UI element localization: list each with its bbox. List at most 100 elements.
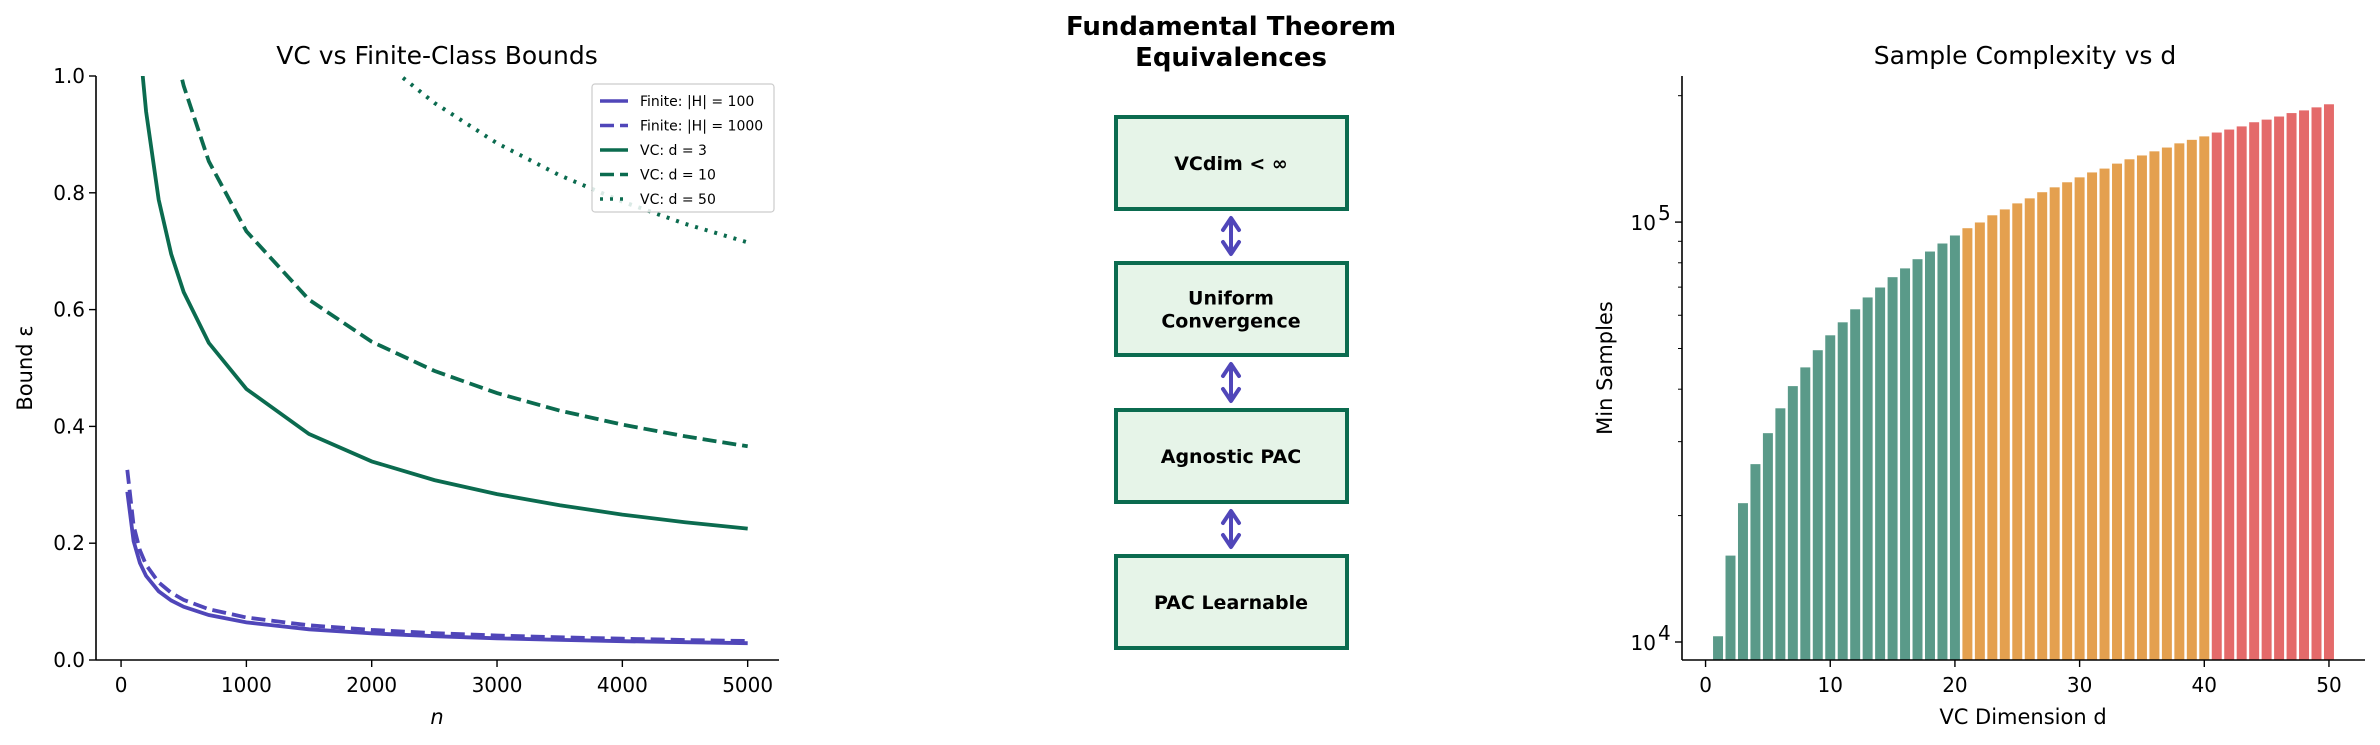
bar-d-4 xyxy=(1750,464,1761,660)
line-series-group xyxy=(125,76,749,646)
diagram-box-2: Agnostic PAC xyxy=(1114,408,1349,504)
y-tick-label: 0.8 xyxy=(53,181,85,205)
bar-d-49 xyxy=(2311,107,2322,661)
bar-d-48 xyxy=(2299,110,2310,661)
bar-d-1 xyxy=(1713,636,1724,660)
box-frame xyxy=(1114,408,1349,504)
y-tick-label: 0.4 xyxy=(53,414,85,438)
bar-d-10 xyxy=(1825,335,1836,660)
bar-d-5 xyxy=(1762,433,1773,660)
x-tick-label: 40 xyxy=(2192,673,2217,697)
bar-d-20 xyxy=(1949,235,1960,661)
bar-d-44 xyxy=(2249,122,2260,661)
y-tick-label: 0.2 xyxy=(53,531,85,555)
x-tick-label: 2000 xyxy=(346,673,397,697)
diagram-box-0: VCdim < ∞ xyxy=(1114,115,1349,211)
x-tick-label: 5000 xyxy=(722,673,773,697)
legend-entry: VC: d = 50 xyxy=(640,192,716,208)
x-tick-label: 0 xyxy=(1699,673,1712,697)
left-y-axis-label: Bound ε xyxy=(13,325,37,410)
right-x-axis-label: VC Dimension d xyxy=(1939,705,2106,729)
box-frame xyxy=(1114,554,1349,650)
bar-d-38 xyxy=(2174,143,2185,661)
bar-d-21 xyxy=(1962,228,1973,660)
left-x-axis-label: n xyxy=(430,705,443,729)
bar-d-23 xyxy=(1987,215,1998,661)
bar-d-11 xyxy=(1837,322,1848,660)
line-series-2 xyxy=(140,76,748,531)
box-label: Convergence xyxy=(1161,311,1300,333)
bar-d-28 xyxy=(2049,187,2060,660)
bar-d-14 xyxy=(1875,287,1886,660)
bar-d-16 xyxy=(1900,268,1911,660)
bar-d-47 xyxy=(2286,113,2297,660)
bar-d-8 xyxy=(1800,367,1811,660)
right-chart-title: Sample Complexity vs d xyxy=(1874,41,2176,70)
bar-d-2 xyxy=(1725,555,1736,660)
bar-d-15 xyxy=(1887,277,1898,660)
bar-d-7 xyxy=(1787,386,1798,660)
bar-d-42 xyxy=(2224,129,2235,661)
y-tick-label-base: 10 xyxy=(1631,631,1656,655)
legend-entry: VC: d = 3 xyxy=(640,143,707,159)
bar-d-32 xyxy=(2099,168,2110,660)
bar-d-18 xyxy=(1925,251,1935,660)
line-series-0 xyxy=(125,491,748,646)
y-tick-label-exponent: 4 xyxy=(1658,621,1671,645)
bar-d-30 xyxy=(2074,177,2085,660)
line-series-3 xyxy=(179,76,748,449)
bar-d-13 xyxy=(1862,297,1873,660)
line-series-4 xyxy=(401,76,749,245)
box-label: Uniform xyxy=(1188,288,1274,310)
double-arrow-icon xyxy=(1221,362,1241,403)
x-tick-label: 4000 xyxy=(597,673,648,697)
box-frame xyxy=(1114,115,1349,211)
bar-d-36 xyxy=(2149,151,2160,660)
bar-d-25 xyxy=(2012,203,2023,660)
bar-d-39 xyxy=(2186,139,2197,660)
bar-group xyxy=(1713,104,2334,661)
bar-d-34 xyxy=(2124,159,2135,660)
bar-d-19 xyxy=(1937,243,1948,660)
diagram-title-line-2: Equivalences xyxy=(1135,43,1327,73)
x-tick-label: 3000 xyxy=(472,673,523,697)
x-tick-label: 30 xyxy=(2067,673,2092,697)
legend-entry: VC: d = 10 xyxy=(640,168,716,184)
x-tick-label: 0 xyxy=(115,673,128,697)
x-tick-label: 50 xyxy=(2316,673,2341,697)
box-label: VCdim < ∞ xyxy=(1174,153,1288,175)
line-series-1 xyxy=(125,469,748,643)
bar-d-40 xyxy=(2199,136,2210,660)
bar-d-37 xyxy=(2161,147,2172,660)
box-label: PAC Learnable xyxy=(1154,592,1308,614)
y-tick-label: 0.0 xyxy=(53,648,85,672)
box-label: Agnostic PAC xyxy=(1161,446,1302,468)
bar-d-43 xyxy=(2236,126,2247,660)
equivalence-diagram: Fundamental Theorem Equivalences VCdim <… xyxy=(1066,12,1396,650)
double-arrow-icon xyxy=(1221,216,1241,256)
bar-d-22 xyxy=(1974,222,1985,660)
right-y-axis-label: Min Samples xyxy=(1593,301,1617,435)
left-chart-title: VC vs Finite-Class Bounds xyxy=(276,41,598,70)
legend-frame xyxy=(591,83,775,213)
y-tick-label: 1.0 xyxy=(53,64,85,88)
x-tick-label: 10 xyxy=(1818,673,1843,697)
y-tick-label-exponent: 5 xyxy=(1658,201,1671,225)
bar-d-17 xyxy=(1912,259,1923,660)
x-tick-label: 20 xyxy=(1942,673,1967,697)
y-tick-label: 0.6 xyxy=(53,298,85,322)
bar-d-3 xyxy=(1737,503,1748,660)
bar-d-6 xyxy=(1775,408,1786,660)
diagram-title-line-1: Fundamental Theorem xyxy=(1066,12,1396,42)
legend-entry: Finite: |H| = 100 xyxy=(640,94,754,110)
bar-d-46 xyxy=(2274,116,2285,660)
bar-d-26 xyxy=(2024,198,2035,661)
bar-d-33 xyxy=(2112,163,2122,660)
bar-d-9 xyxy=(1812,350,1823,660)
